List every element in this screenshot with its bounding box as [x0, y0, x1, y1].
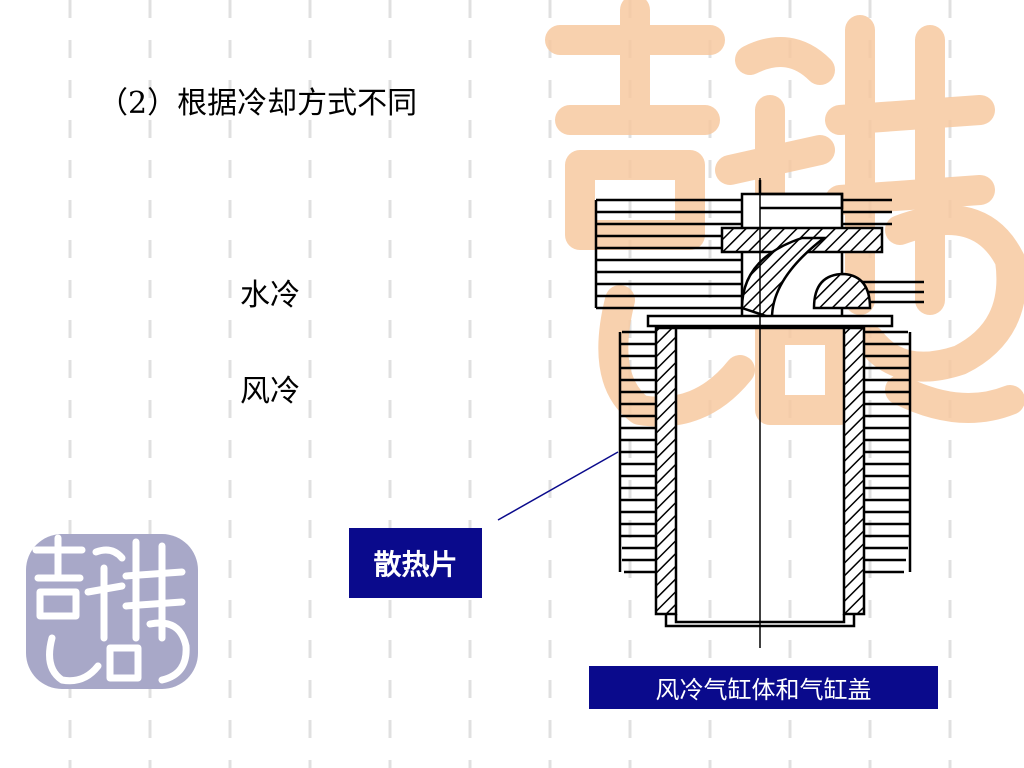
seal-logo-icon	[26, 534, 198, 689]
option-air-cooled: 风冷	[240, 374, 300, 409]
figure-caption: 风冷气缸体和气缸盖	[589, 666, 938, 709]
air-cooled-cylinder-drawing	[594, 178, 924, 648]
slide-heading: （2）根据冷却方式不同	[98, 86, 418, 121]
option-water-cooled: 水冷	[240, 278, 300, 313]
fin-label: 散热片	[349, 528, 482, 598]
fin-label-text: 散热片	[373, 548, 458, 581]
figure-caption-text: 风冷气缸体和气缸盖	[655, 676, 872, 704]
